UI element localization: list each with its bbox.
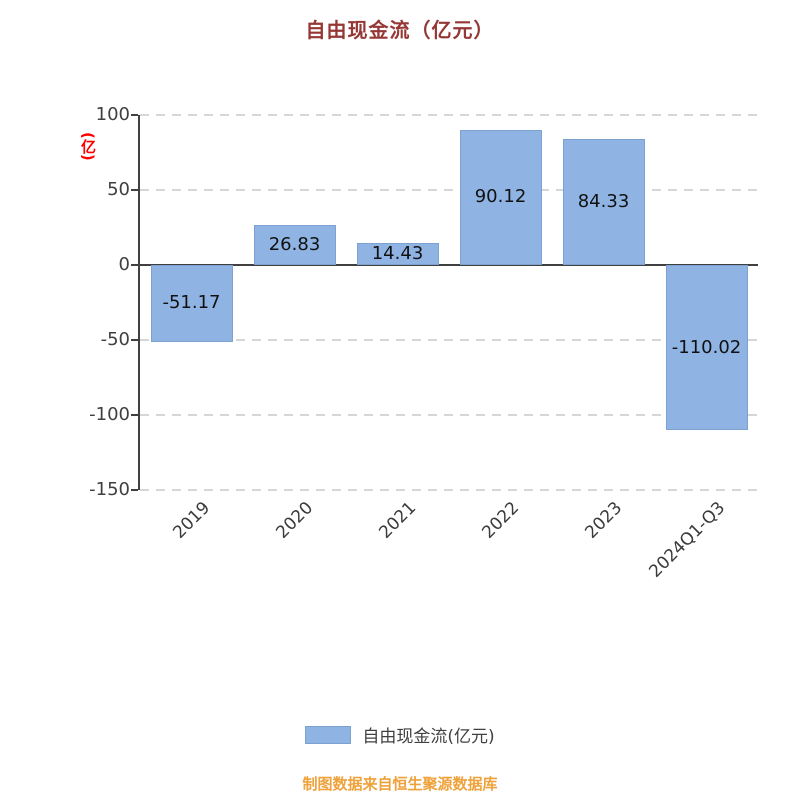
bar-2019 bbox=[150, 265, 233, 342]
legend: 自由现金流(亿元) bbox=[0, 722, 800, 747]
chart-title: 自由现金流（亿元） bbox=[305, 18, 495, 42]
y-tick-label: -150 bbox=[89, 479, 130, 501]
bar-value-label: 84.33 bbox=[577, 190, 630, 212]
gridline bbox=[140, 414, 758, 416]
footer-note: 制图数据来自恒生聚源数据库 bbox=[302, 775, 498, 793]
y-tick-label: 0 bbox=[118, 254, 130, 276]
bar-value-label: -110.02 bbox=[671, 336, 742, 358]
y-axis-tick bbox=[131, 414, 138, 416]
bar-2021 bbox=[356, 243, 439, 265]
y-tick-label: -100 bbox=[89, 404, 130, 426]
zero-axis-line bbox=[140, 264, 758, 266]
gridline bbox=[140, 114, 758, 116]
plot-area: -51.17 26.83 14.43 90.12 84.33 -110.02 bbox=[131, 114, 758, 491]
bar-value-label: 26.83 bbox=[268, 233, 321, 255]
y-axis-labels: 100 50 0 -50 -100 -150 bbox=[0, 104, 130, 500]
bar-2020 bbox=[253, 224, 336, 265]
bar-value-label: -51.17 bbox=[162, 292, 221, 314]
bar-value-label: 90.12 bbox=[474, 186, 527, 208]
gridline bbox=[140, 189, 758, 191]
y-axis-line bbox=[138, 115, 140, 490]
y-tick-label: 50 bbox=[107, 179, 130, 201]
bar-2023 bbox=[562, 138, 645, 265]
legend-swatch bbox=[305, 725, 352, 744]
y-axis-tick bbox=[131, 339, 138, 341]
y-unit-label: (亿) bbox=[79, 132, 97, 161]
bar-value-label: 14.43 bbox=[371, 243, 424, 265]
y-axis-tick bbox=[131, 264, 138, 266]
gridline bbox=[140, 489, 758, 491]
y-tick-label: 100 bbox=[95, 104, 130, 126]
gridline bbox=[140, 339, 758, 341]
bar-2022 bbox=[459, 129, 542, 265]
bar-2024Q1-Q3 bbox=[665, 265, 748, 431]
y-axis-tick bbox=[131, 489, 138, 491]
y-axis-tick bbox=[131, 114, 138, 116]
legend-label: 自由现金流(亿元) bbox=[362, 727, 495, 747]
y-tick-label: -50 bbox=[100, 329, 130, 351]
y-axis-tick bbox=[131, 189, 138, 191]
